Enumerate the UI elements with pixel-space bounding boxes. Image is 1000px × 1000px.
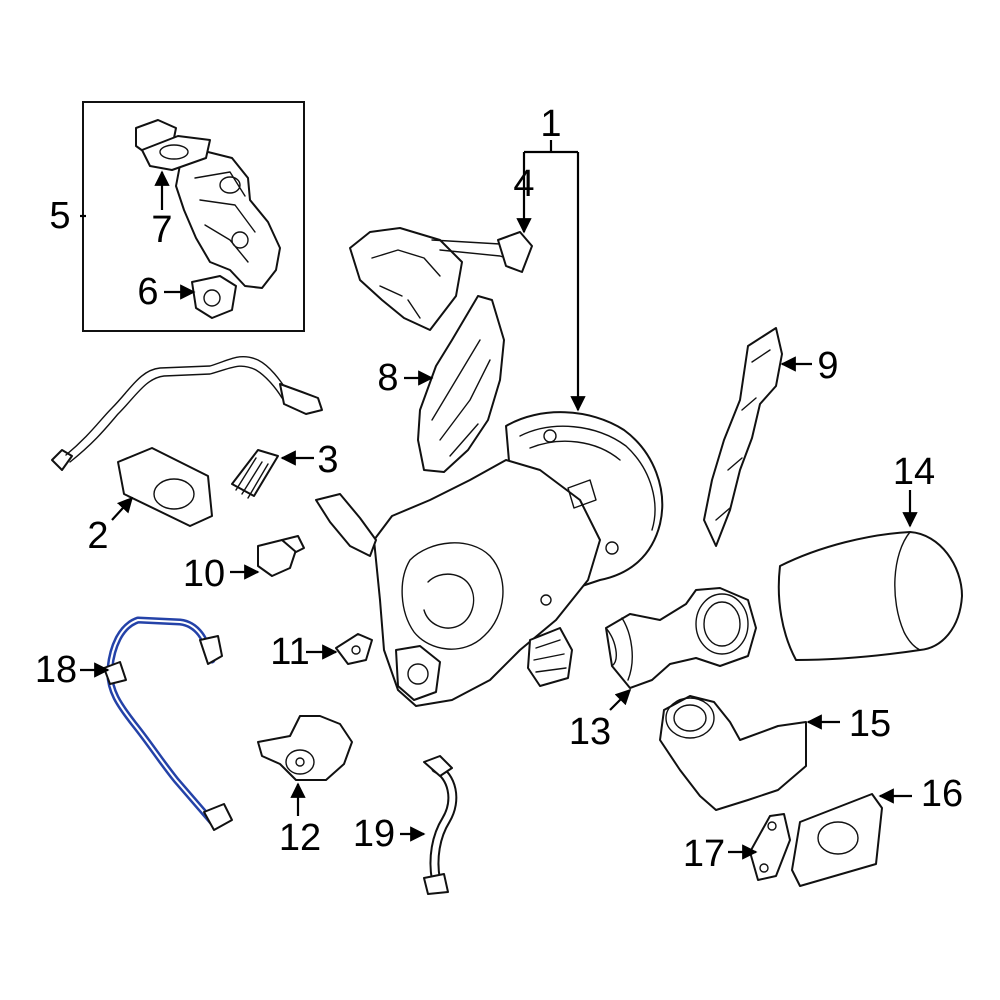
leader-lines: [80, 140, 918, 860]
gasket-plate-part-2[interactable]: [117, 447, 213, 527]
connector-part-3[interactable]: [231, 449, 279, 499]
callout-16: 16: [921, 773, 963, 815]
pipe-part-19[interactable]: [423, 755, 458, 895]
callout-6: 6: [137, 271, 158, 313]
heat-shield-part-9[interactable]: [703, 327, 783, 547]
turbocharger-part-1[interactable]: [315, 411, 664, 707]
callout-7: 7: [151, 209, 172, 251]
exhaust-manifold-part-5[interactable]: [135, 119, 281, 289]
oxygen-sensor-wire[interactable]: [51, 356, 323, 471]
callout-12: 12: [279, 817, 321, 859]
callout-18: 18: [35, 649, 77, 691]
callout-15: 15: [849, 703, 891, 745]
callout-3: 3: [317, 439, 338, 481]
elbow-part-15[interactable]: [659, 695, 807, 811]
sensor-part-10[interactable]: [257, 535, 305, 577]
gasket-plate-part-16[interactable]: [791, 793, 883, 887]
callout-8: 8: [377, 357, 398, 399]
callout-4: 4: [513, 163, 534, 205]
heat-shield-part-8[interactable]: [417, 295, 505, 473]
gasket-part-6[interactable]: [191, 275, 237, 319]
bracket-part-17[interactable]: [749, 813, 791, 881]
callout-11: 11: [270, 631, 309, 673]
actuator-part-12[interactable]: [257, 715, 353, 781]
callout-1: 1: [540, 103, 561, 145]
intake-hose-part-14[interactable]: [777, 531, 963, 661]
callout-14: 14: [893, 451, 935, 493]
callout-5: 5: [49, 195, 70, 237]
callout-2: 2: [87, 515, 108, 557]
callout-10: 10: [183, 553, 225, 595]
wastegate-actuator[interactable]: [349, 227, 533, 331]
outlet-pipe-part-13[interactable]: [605, 587, 757, 689]
callout-13: 13: [569, 711, 611, 753]
callout-9: 9: [817, 345, 838, 387]
bracket-part-11[interactable]: [335, 633, 373, 665]
callout-19: 19: [353, 813, 395, 855]
callout-17: 17: [683, 833, 725, 875]
oil-line-part-18[interactable]: [103, 616, 233, 831]
